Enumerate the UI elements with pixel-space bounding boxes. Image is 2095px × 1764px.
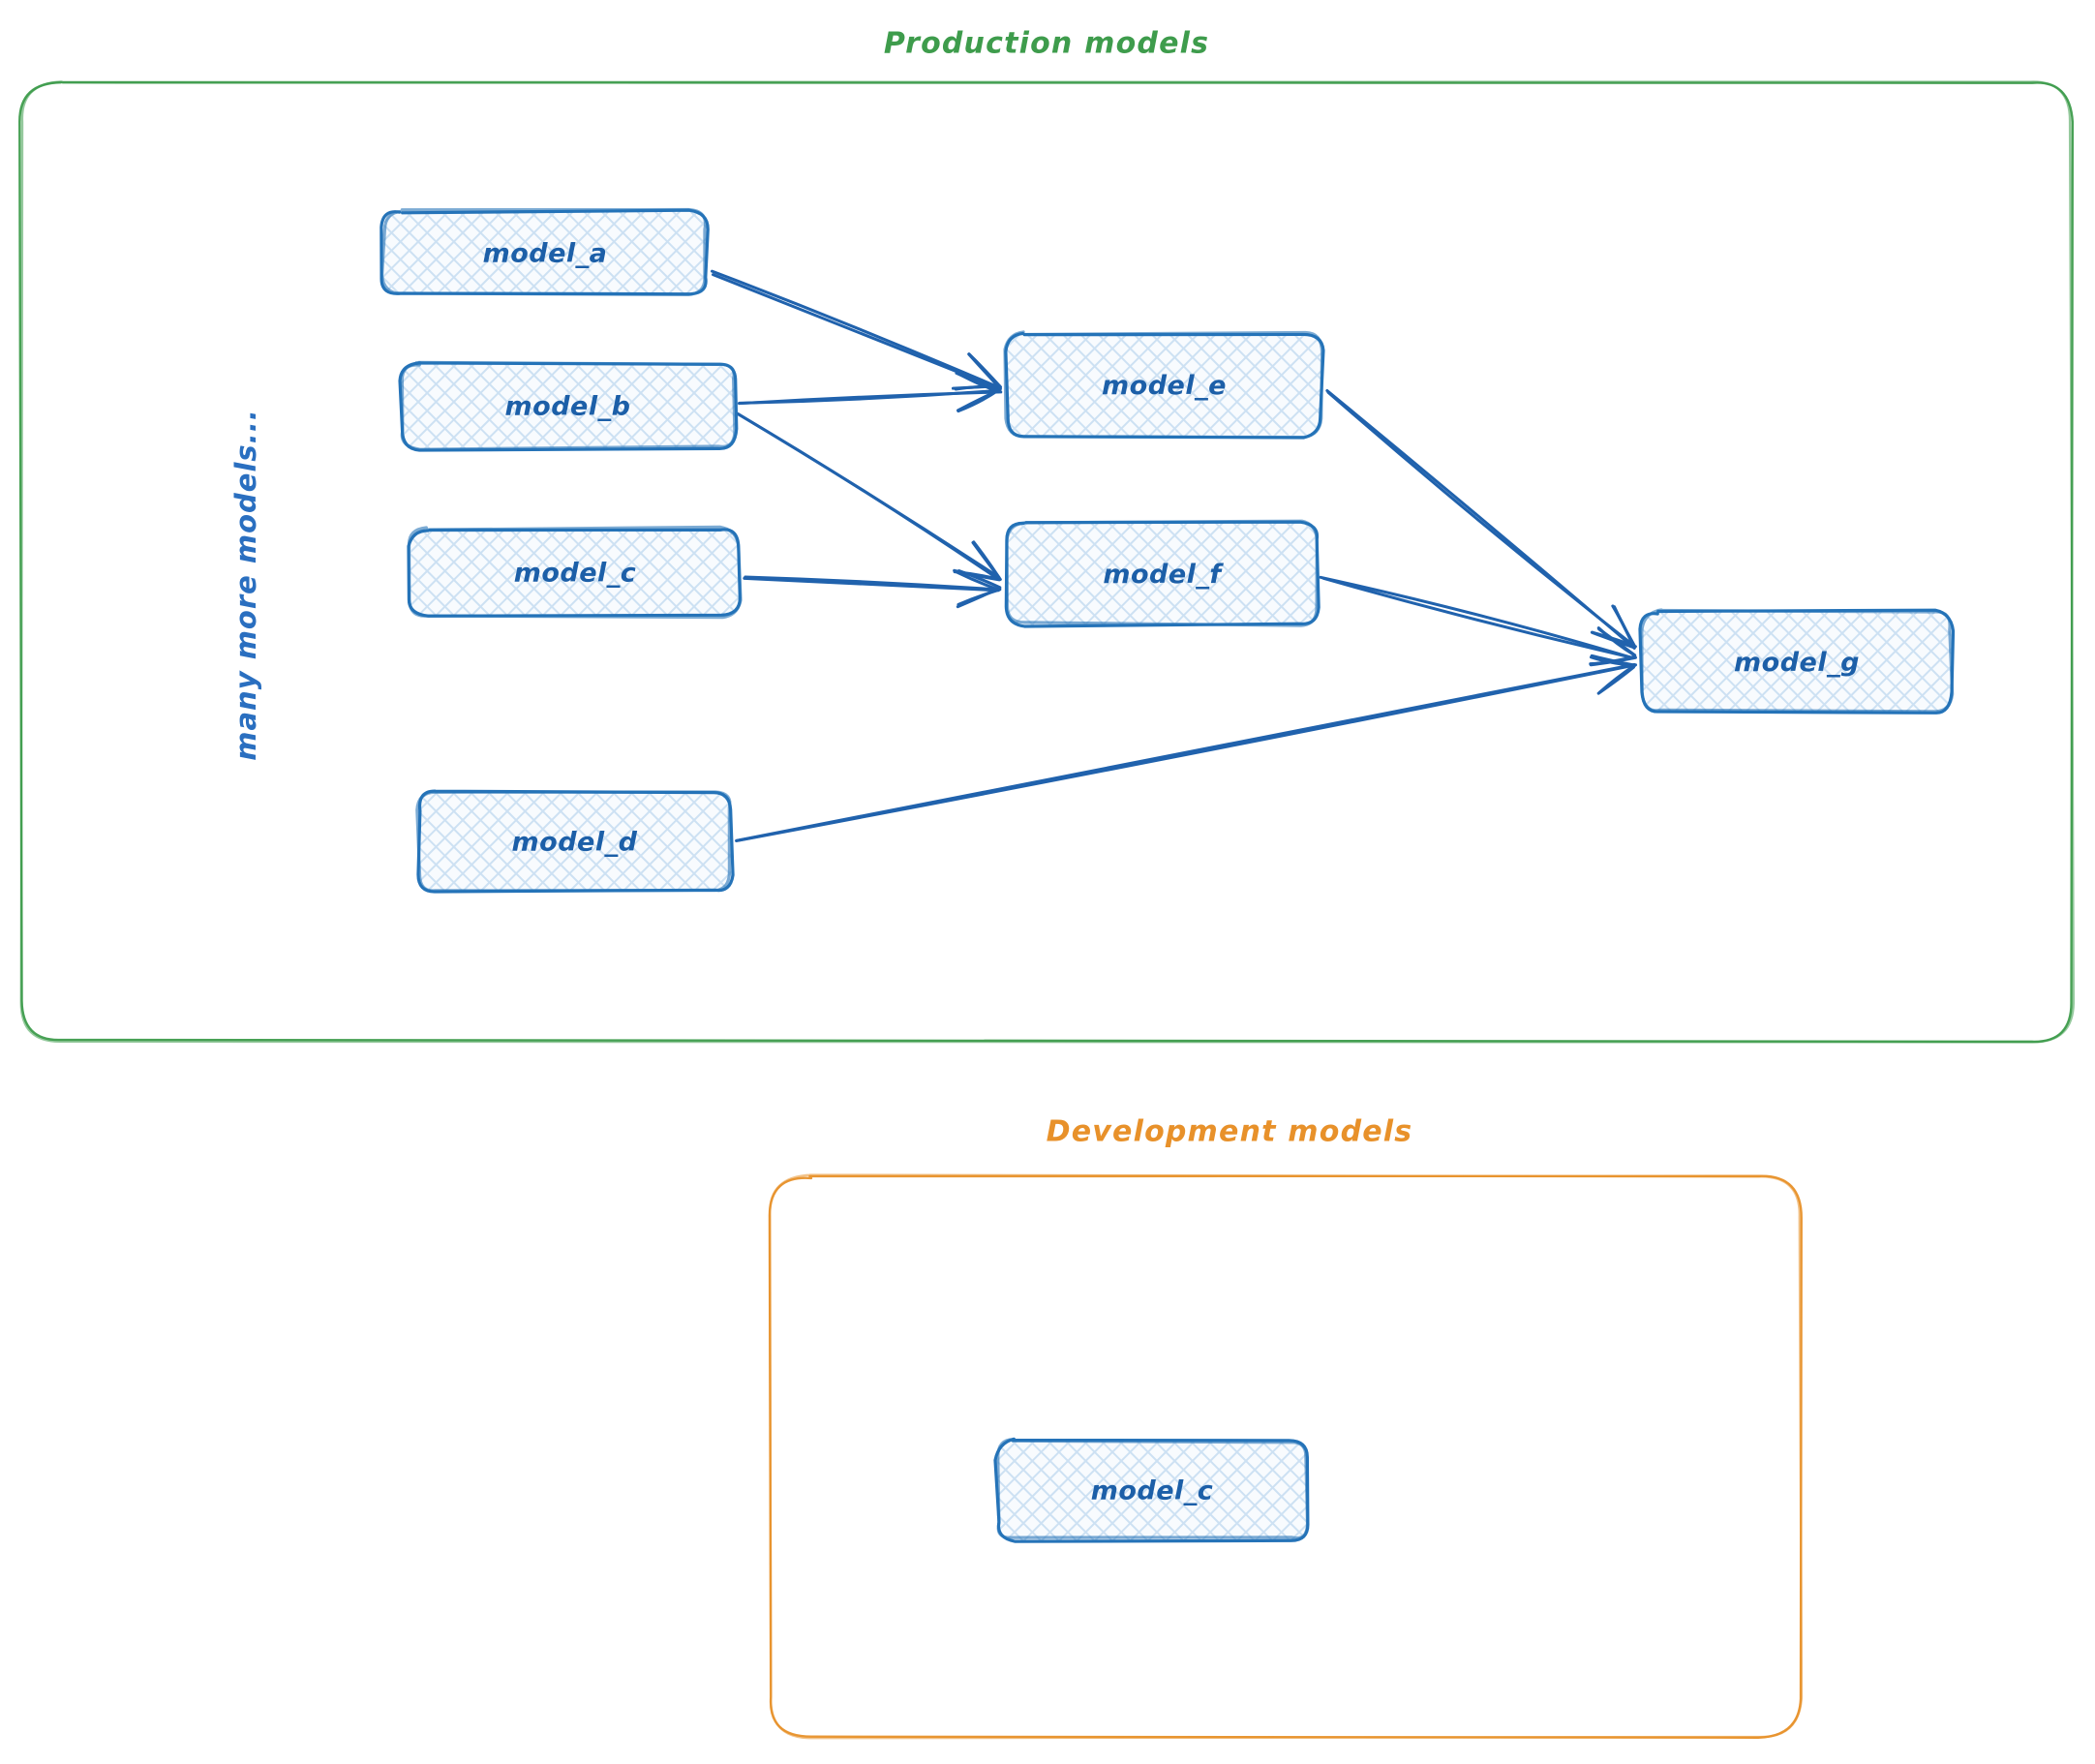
node-fill-tint xyxy=(400,362,736,449)
edge-line xyxy=(744,575,1000,592)
node-fill-tint xyxy=(417,791,732,891)
edge-arrowhead xyxy=(956,570,1001,592)
group-container-production xyxy=(18,80,2076,1044)
node-model_e[interactable]: model_e xyxy=(1003,330,1325,440)
edge-line xyxy=(735,662,1636,842)
group-containers xyxy=(18,80,2076,1740)
edge-line xyxy=(737,390,1003,406)
node-fill xyxy=(417,791,732,891)
node-fill xyxy=(1006,522,1318,625)
node-label-model_b: model_b xyxy=(505,392,631,422)
side-note-many-more-models: many more models... xyxy=(229,409,262,760)
edge-arrowhead xyxy=(1590,654,1636,667)
node-fill-tint xyxy=(1007,523,1319,625)
node-fill-tint xyxy=(410,528,741,616)
node-border xyxy=(400,360,737,451)
group-container-development xyxy=(768,1173,1804,1740)
edge-line xyxy=(1321,576,1635,660)
edge-arrowhead xyxy=(971,540,1001,579)
node-fill-tint xyxy=(1006,333,1322,436)
node-label-model_d: model_d xyxy=(512,828,638,858)
node-fill xyxy=(1641,612,1952,713)
group-border-development xyxy=(769,1173,1804,1740)
node-fill xyxy=(382,210,708,295)
node-model_f[interactable]: model_f xyxy=(1004,519,1321,628)
group-title-production: Production models xyxy=(884,27,1209,61)
node-model_g[interactable]: model_g xyxy=(1638,608,1956,715)
group-title-development: Development models xyxy=(1047,1115,1413,1149)
edge-model_e-to-model_g xyxy=(1325,389,1637,650)
edge-arrowhead xyxy=(1597,627,1637,657)
node-model_b[interactable]: model_b xyxy=(398,360,739,452)
edge-arrowhead xyxy=(957,569,1002,590)
edge-line xyxy=(711,273,1002,391)
node-border xyxy=(415,790,732,893)
node-label-model_e: model_e xyxy=(1102,371,1227,401)
nodes: model_a model_b model_c model_d model_emodel… xyxy=(380,207,1956,1543)
edge-model_a-to-model_e xyxy=(710,269,1002,391)
node-label-model_c: model_c xyxy=(514,559,637,589)
edge-arrowhead xyxy=(967,352,1002,389)
node-model_c[interactable]: model_c xyxy=(407,525,743,620)
node-border xyxy=(1640,608,1955,714)
edge-model_b-to-model_e xyxy=(737,371,1003,413)
node-label-model_g: model_g xyxy=(1734,648,1860,678)
node-border xyxy=(1005,519,1319,627)
node-dev_model_c[interactable]: model_c xyxy=(993,1437,1310,1543)
node-fill-tint xyxy=(996,1440,1308,1539)
node-label-dev_model_c: model_c xyxy=(1091,1476,1214,1506)
node-fill xyxy=(400,362,736,449)
node-model_d[interactable]: model_d xyxy=(415,789,735,894)
node-fill xyxy=(996,1440,1308,1540)
edge-line xyxy=(1326,390,1636,648)
node-border xyxy=(407,525,743,620)
node-label-model_f: model_f xyxy=(1103,560,1224,590)
node-fill xyxy=(1006,333,1322,437)
edge-line xyxy=(736,411,1000,579)
edge-line xyxy=(1319,575,1635,660)
edge-arrowhead xyxy=(951,384,1001,390)
edge-line xyxy=(710,269,1002,390)
edge-model_c-to-model_f xyxy=(743,569,1002,609)
edge-model_f-to-model_g xyxy=(1319,575,1637,667)
edge-arrowhead xyxy=(1611,604,1636,650)
edges xyxy=(710,269,1638,842)
node-model_a[interactable]: model_a xyxy=(380,207,710,297)
node-fill-tint xyxy=(1641,611,1953,712)
edge-arrowhead xyxy=(1597,664,1636,694)
edge-model_b-to-model_f xyxy=(736,411,1002,582)
node-fill-tint xyxy=(382,210,707,294)
node-label-model_a: model_a xyxy=(483,239,608,269)
node-border xyxy=(1003,330,1324,440)
edge-arrowhead xyxy=(956,372,1001,394)
node-border xyxy=(996,1438,1310,1540)
group-border-production xyxy=(19,80,2076,1044)
edge-model_d-to-model_g xyxy=(735,654,1638,842)
node-fill xyxy=(410,528,741,617)
edge-arrowhead xyxy=(956,388,1000,413)
node-border xyxy=(380,207,708,297)
